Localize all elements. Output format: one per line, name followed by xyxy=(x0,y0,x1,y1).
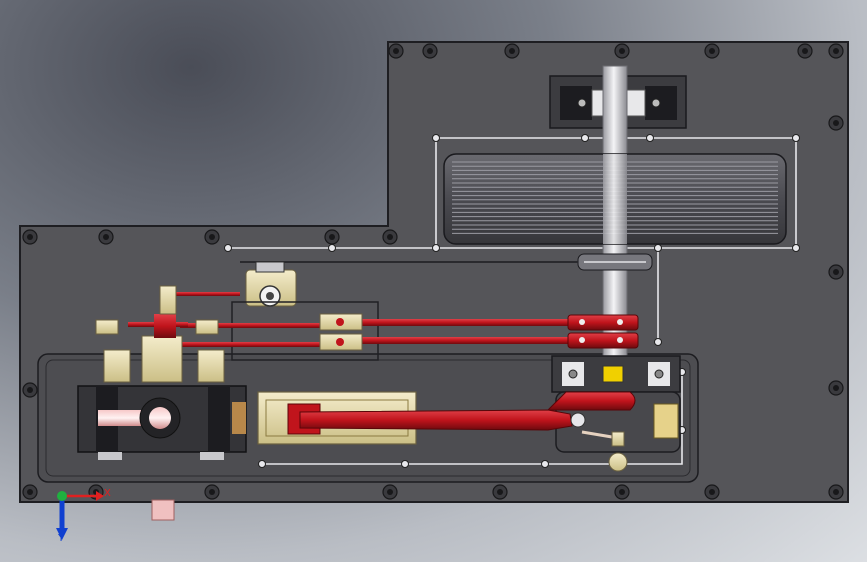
crank-pin[interactable] xyxy=(570,412,586,428)
mounting-hole xyxy=(204,484,220,500)
guide-node xyxy=(792,134,800,142)
mounting-hole xyxy=(704,484,720,500)
connecting-rod[interactable] xyxy=(299,409,573,431)
mounting-hole xyxy=(382,229,398,245)
exhaust-pipe[interactable] xyxy=(151,499,175,521)
guide-node xyxy=(654,338,662,346)
crank-arm[interactable] xyxy=(581,430,628,472)
guide-node xyxy=(541,460,549,468)
coordinate-triad: X Y xyxy=(56,488,111,544)
mounting-hole xyxy=(828,380,844,396)
governor[interactable] xyxy=(245,261,297,307)
guide-node xyxy=(328,244,336,252)
mounting-hole xyxy=(382,484,398,500)
axis-y-label: Y xyxy=(57,533,65,544)
mounting-hole xyxy=(22,229,38,245)
mounting-hole xyxy=(504,43,520,59)
mounting-hole xyxy=(492,484,508,500)
mounting-hole xyxy=(828,264,844,280)
mounting-hole xyxy=(704,43,720,59)
cylinder[interactable] xyxy=(77,385,247,460)
mounting-hole xyxy=(98,229,114,245)
mounting-hole xyxy=(22,382,38,398)
valve-clevis-blocks[interactable] xyxy=(319,313,363,351)
guide-node xyxy=(432,244,440,252)
mounting-hole xyxy=(828,484,844,500)
guide-node xyxy=(581,134,589,142)
mounting-hole xyxy=(422,43,438,59)
lower-bearing-block[interactable] xyxy=(551,355,681,393)
mounting-hole xyxy=(614,484,630,500)
guide-node xyxy=(401,460,409,468)
mounting-hole xyxy=(614,43,630,59)
mounting-hole xyxy=(204,229,220,245)
guide-node xyxy=(654,244,662,252)
mounting-hole xyxy=(388,43,404,59)
guide-node xyxy=(224,244,232,252)
guide-node xyxy=(646,134,654,142)
eccentric-straps[interactable] xyxy=(567,314,639,349)
valve-chest[interactable] xyxy=(95,285,225,383)
guide-node xyxy=(432,134,440,142)
mounting-hole xyxy=(828,115,844,131)
linkage-frame xyxy=(231,301,379,361)
crank-housing[interactable] xyxy=(546,391,681,453)
guide-node xyxy=(258,460,266,468)
flywheel-drum[interactable] xyxy=(443,153,787,245)
mounting-hole xyxy=(324,229,340,245)
mounting-hole xyxy=(828,43,844,59)
guide-node xyxy=(792,244,800,252)
axis-x-label: X xyxy=(104,488,111,499)
belt-pulley[interactable] xyxy=(577,253,653,271)
mounting-hole xyxy=(22,484,38,500)
mounting-hole xyxy=(797,43,813,59)
